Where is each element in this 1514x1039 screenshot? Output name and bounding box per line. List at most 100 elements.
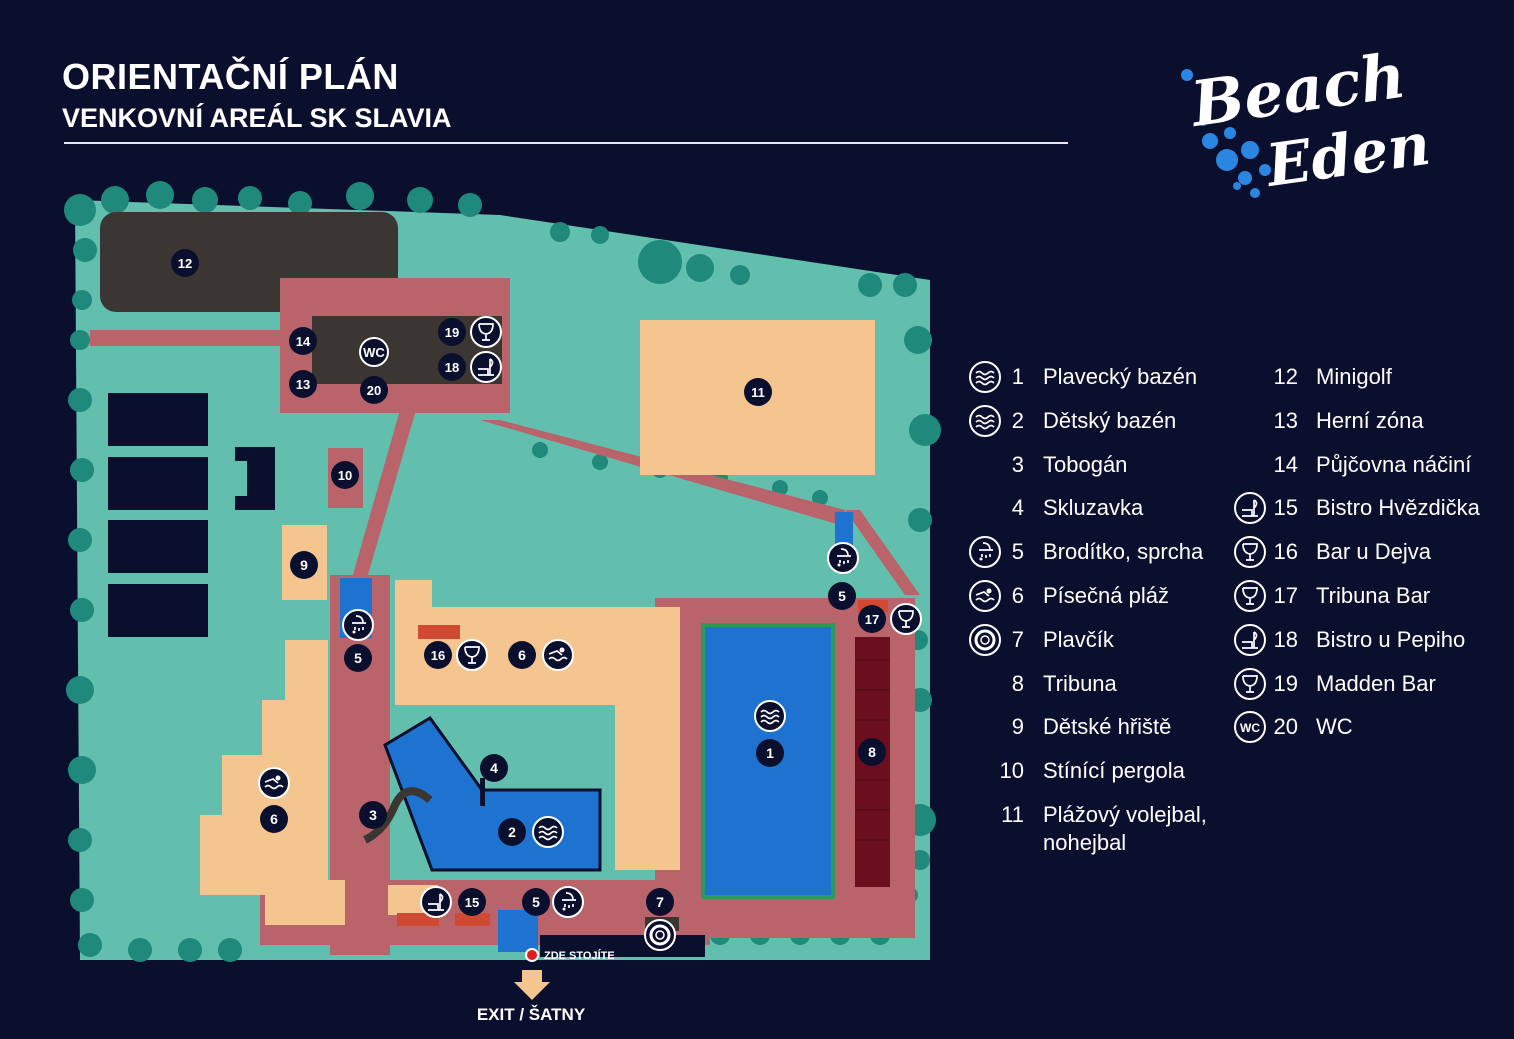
legend-number: 9 — [1011, 714, 1024, 740]
map-marker-label: 20 — [367, 383, 381, 398]
map-marker-m9: 9 — [290, 551, 318, 579]
wading-pools — [340, 512, 853, 952]
map-marker-m19: 19 — [438, 318, 466, 346]
legend-label: Brodítko, sprcha — [1043, 539, 1204, 565]
map-marker-label: 7 — [656, 894, 664, 910]
legend-number: 12 — [1273, 364, 1298, 389]
map-marker-label: 9 — [300, 557, 308, 573]
map-bistro-pepi-icon — [470, 351, 502, 383]
legend-label: Plavecký bazén — [1043, 364, 1198, 389]
you-are-here-dot — [525, 948, 539, 962]
map-marker-label: 2 — [508, 824, 516, 840]
map-marker-m5b: 5 — [828, 582, 856, 610]
legend-label: Tobogán — [1043, 451, 1128, 477]
legend-number: 10 — [999, 758, 1024, 784]
legend-number: 19 — [1273, 670, 1298, 696]
map-marker-m10: 10 — [331, 461, 359, 489]
map-marker-label: 10 — [338, 468, 352, 483]
map-marker-m5c: 5 — [522, 888, 550, 916]
map-marker-m3: 3 — [359, 801, 387, 829]
legend-label: Skluzavka — [1043, 495, 1144, 521]
map-lifebuoy-icon — [643, 918, 677, 952]
map-tribuna-bar-icon — [890, 603, 922, 635]
map-marker-m6a: 6 — [508, 641, 536, 669]
legend-label: Bar u Dejva — [1316, 539, 1431, 565]
beach-eden-logo: Beach Eden — [1181, 39, 1434, 200]
tobogan — [363, 787, 433, 844]
map-marker-label: 8 — [868, 744, 876, 760]
building-blocks — [108, 393, 275, 637]
herni-zona-area — [312, 316, 502, 384]
legend-label: Bistro Hvězdička — [1316, 495, 1480, 521]
map-marker-label: 16 — [431, 648, 445, 663]
legend-number: 14 — [1273, 451, 1298, 477]
slide — [480, 778, 485, 806]
logo-bubbles-icon — [1181, 69, 1271, 198]
legend-label: Bistro u Pepiho — [1316, 626, 1466, 652]
map-marker-m1: 1 — [756, 739, 784, 767]
map-marker-label: WC — [363, 345, 385, 360]
map-marker-label: 1 — [766, 745, 774, 761]
page-subtitle: VENKOVNÍ AREÁL SK SLAVIA — [62, 103, 452, 133]
legend-number: 8 — [1011, 670, 1024, 696]
legend-label: Písečná pláž — [1043, 583, 1169, 608]
map-marker-m4: 4 — [480, 754, 508, 782]
legend-number: 3 — [1011, 451, 1024, 477]
map-beach-icon-1 — [542, 639, 574, 671]
tribuna-rows — [855, 659, 890, 841]
exit-arrow-icon — [514, 970, 550, 1000]
legend-number: 7 — [1011, 626, 1024, 652]
legend-number: 13 — [1273, 407, 1298, 433]
map-marker-label: 5 — [532, 894, 540, 910]
legend-number: 5 — [1011, 539, 1024, 565]
map-marker-label: 19 — [445, 325, 459, 340]
map-marker-label: 14 — [296, 334, 311, 349]
legend-number: 11 — [1001, 802, 1024, 827]
map-shower-icon-3 — [552, 886, 584, 918]
legend-number: 18 — [1273, 626, 1298, 652]
legend-label: Půjčovna náčiní — [1316, 451, 1472, 477]
map-marker-m17: 17 — [858, 605, 886, 633]
legend-number: 4 — [1011, 495, 1024, 521]
map-marker-m8: 8 — [858, 738, 886, 766]
you-are-here-label: ZDE STOJÍTE — [544, 949, 615, 962]
map-bistro-hvezdicka-icon — [420, 886, 452, 918]
map-beach-icon-2 — [258, 767, 290, 799]
map-bar-dejva-icon — [456, 639, 488, 671]
map-marker-label: 6 — [270, 811, 278, 827]
exit-label: EXIT / ŠATNY — [477, 1005, 586, 1024]
map-marker-label: 12 — [178, 256, 192, 271]
legend-number: 17 — [1273, 583, 1298, 608]
map-marker-label: 17 — [865, 612, 879, 627]
map-marker-label: 13 — [296, 377, 310, 392]
map-pool-icon-1 — [754, 700, 786, 732]
legend-number: 16 — [1273, 539, 1298, 565]
map-marker-m18: 18 — [438, 353, 466, 381]
legend-number: 6 — [1011, 583, 1024, 608]
map-madden-bar-icon — [470, 316, 502, 348]
map-marker-m12: 12 — [171, 249, 199, 277]
map-marker-label: 5 — [354, 650, 362, 666]
map-marker-m13: 13 — [289, 370, 317, 398]
map-marker-label: 11 — [751, 385, 765, 400]
legend-label: Tribuna Bar — [1316, 583, 1431, 608]
title-divider — [64, 142, 1068, 144]
legend-label: Plážový volejbal, nohejbal — [1043, 802, 1207, 855]
map-marker-m16: 16 — [424, 641, 452, 669]
map-marker-m2: 2 — [498, 818, 526, 846]
legend-label: WC — [1316, 714, 1353, 740]
map-marker-label: 18 — [445, 360, 459, 375]
legend-label: Tribuna — [1043, 670, 1117, 696]
map-shower-icon-2 — [827, 542, 859, 574]
map-marker-label: 15 — [465, 895, 479, 910]
map-marker-m6b: 6 — [260, 805, 288, 833]
legend-label: Dětský bazén — [1043, 407, 1177, 433]
legend-label: Minigolf — [1316, 364, 1392, 389]
legend-label: Stínící pergola — [1043, 758, 1185, 784]
legend-label: Madden Bar — [1316, 670, 1436, 696]
map-marker-m11: 11 — [744, 378, 772, 406]
legend-label: Plavčík — [1043, 626, 1114, 652]
legend-number: 15 — [1273, 495, 1298, 521]
